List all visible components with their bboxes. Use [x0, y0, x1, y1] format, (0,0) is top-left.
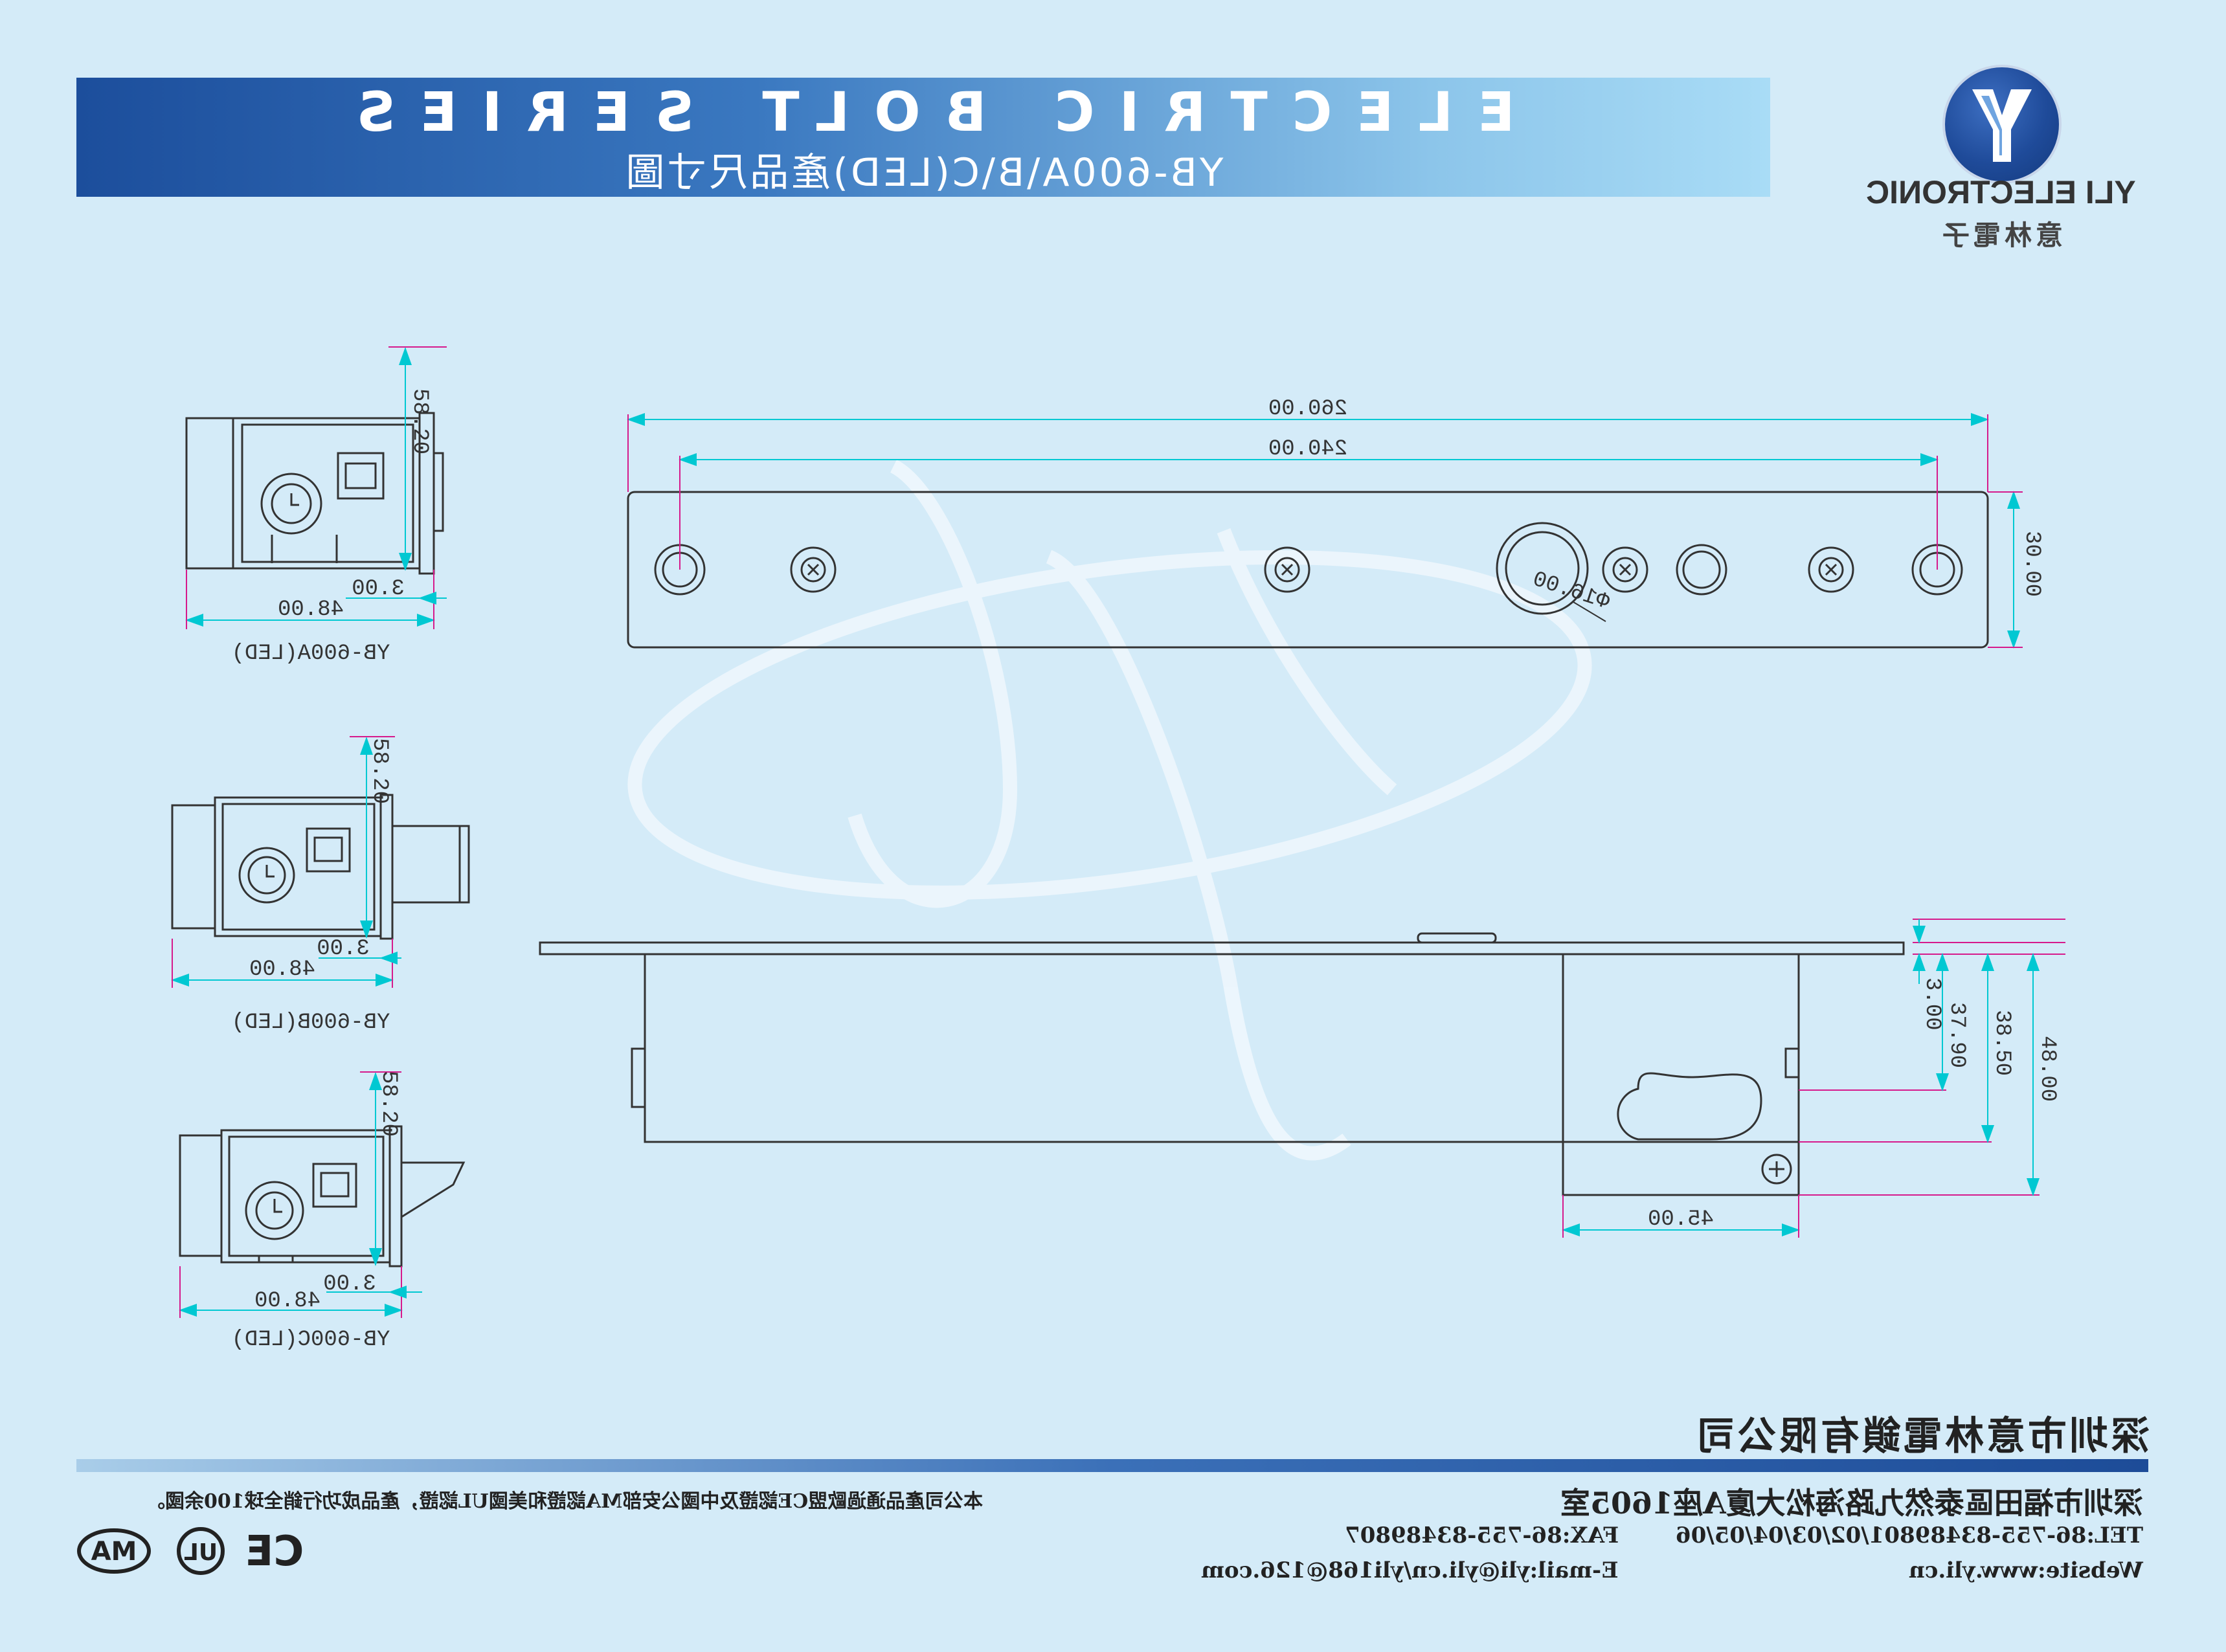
- indicator-hole: [1676, 544, 1727, 596]
- bottom-view-dims: 45.00 3.00 37.90 38.50 48.00: [1562, 919, 2065, 1238]
- front-plate: [627, 491, 1989, 649]
- view-b-offset-label: 3.00: [317, 937, 370, 961]
- bottom-d2-label: 38.50: [1990, 1010, 2014, 1076]
- view-b-bolt: [391, 825, 470, 904]
- view-c-left-block: [179, 1134, 223, 1257]
- view-c-body: [220, 1129, 391, 1264]
- view-b: [171, 794, 470, 940]
- view-c-lock-circle: [245, 1181, 304, 1240]
- view-c: [179, 1125, 466, 1267]
- view-a-body: [232, 417, 421, 570]
- y-logo-icon: [1972, 89, 2032, 162]
- screw-icon: [1808, 546, 1854, 593]
- view-b-led: [306, 827, 351, 873]
- view-c-width-label: 48.00: [254, 1289, 320, 1313]
- company-email[interactable]: E-mail:yli@yli.cn/yli168@126.com: [1201, 1557, 1619, 1583]
- bottom-body: [644, 953, 1800, 1143]
- svg-text:MA: MA: [91, 1537, 137, 1567]
- view-b-height-label: 58.20: [367, 738, 392, 804]
- bottom-offset-label: 3.00: [1920, 977, 1944, 1031]
- company-tel: TEL:86-755-83489801/02/03/04/05/06: [1675, 1523, 2143, 1548]
- view-c-dims: 58.20 3.00 48.00 YB-600C(LED): [179, 1071, 422, 1352]
- screw-icon: [1761, 1154, 1792, 1185]
- view-a-left-block: [185, 417, 234, 570]
- view-b-left-block: [171, 804, 216, 930]
- view-a-height-label: 58.20: [407, 388, 432, 454]
- header-banner: ELECTRIC BOLT SERIES YB-600A\B\C(LED)產品尺…: [76, 78, 1770, 197]
- bottom-d3-label: 48.00: [2035, 1036, 2060, 1102]
- ul-cert-icon: UL: [177, 1527, 225, 1575]
- bottom-view: [539, 932, 1905, 1196]
- bottom-bolt-housing: [1562, 953, 1800, 1196]
- view-b-dims: 58.20 3.00 48.00 YB-600B(LED): [171, 736, 401, 1035]
- company-fax: FAX:86-755-83489807: [1344, 1523, 1619, 1548]
- front-plate-outline: [627, 491, 1989, 649]
- view-c-faceplate: [388, 1125, 403, 1267]
- ce-cert-icon: CE: [245, 1528, 304, 1576]
- view-c-led: [312, 1163, 357, 1208]
- bottom-width-label: 45.00: [1648, 1207, 1714, 1232]
- view-a-lock-circle: [260, 473, 322, 535]
- view-a-dims: 58.20 3.00 48.00 YB-600A(LED): [185, 346, 447, 666]
- front-plate-dims: 260.00 240.00 30.00 Φ16.00: [627, 397, 2044, 649]
- svg-text:CE: CE: [245, 1528, 304, 1576]
- view-c-caption: YB-600C(LED): [232, 1328, 390, 1352]
- company-name: 深圳市意林電鎖有限公司: [1694, 1414, 2150, 1459]
- company-website[interactable]: Website:www.yli.cn: [1909, 1557, 2143, 1583]
- keyhole-slot: [1617, 1072, 1762, 1141]
- hole-spacing-label: 240.00: [1268, 437, 1347, 462]
- view-a-offset-label: 3.00: [352, 577, 405, 601]
- screw-icon: [790, 546, 837, 593]
- screw-icon: [1264, 546, 1310, 593]
- company-address: 深圳市福田區泰然九路海松大廈A座1605室: [1560, 1486, 2143, 1521]
- screw-icon: [1602, 546, 1648, 593]
- ma-cert-icon: MA: [77, 1528, 151, 1574]
- bottom-d1-label: 37.90: [1944, 1002, 1969, 1068]
- brand-logo: [1942, 65, 2062, 184]
- svg-text:UL: UL: [184, 1539, 218, 1566]
- view-c-offset-label: 3.00: [323, 1272, 376, 1297]
- plate-height-label: 30.00: [2019, 531, 2044, 597]
- view-b-faceplate: [379, 794, 394, 940]
- bolt-hole: [1496, 522, 1589, 615]
- view-b-lock-circle: [238, 847, 295, 904]
- watermark-logo: [627, 460, 1592, 1161]
- view-a-width-label: 48.00: [278, 597, 344, 622]
- view-c-height-label: 58.20: [376, 1071, 401, 1137]
- view-a: [185, 412, 444, 575]
- certification-note: 本公司產品通過歐盟CE認證及中國公安部MA認證和美國UL認證，產品成功行銷全球1…: [145, 1490, 983, 1513]
- plate-length-label: 260.00: [1268, 397, 1347, 421]
- view-a-caption: YB-600A(LED): [232, 642, 390, 666]
- certification-logos: MA UL CE: [77, 1527, 304, 1576]
- view-c-latch: [401, 1161, 466, 1218]
- view-b-width-label: 48.00: [249, 957, 315, 982]
- view-b-body: [214, 796, 382, 937]
- footer-divider: [76, 1459, 2148, 1472]
- view-b-caption: YB-600B(LED): [232, 1010, 390, 1035]
- view-a-led: [337, 452, 385, 500]
